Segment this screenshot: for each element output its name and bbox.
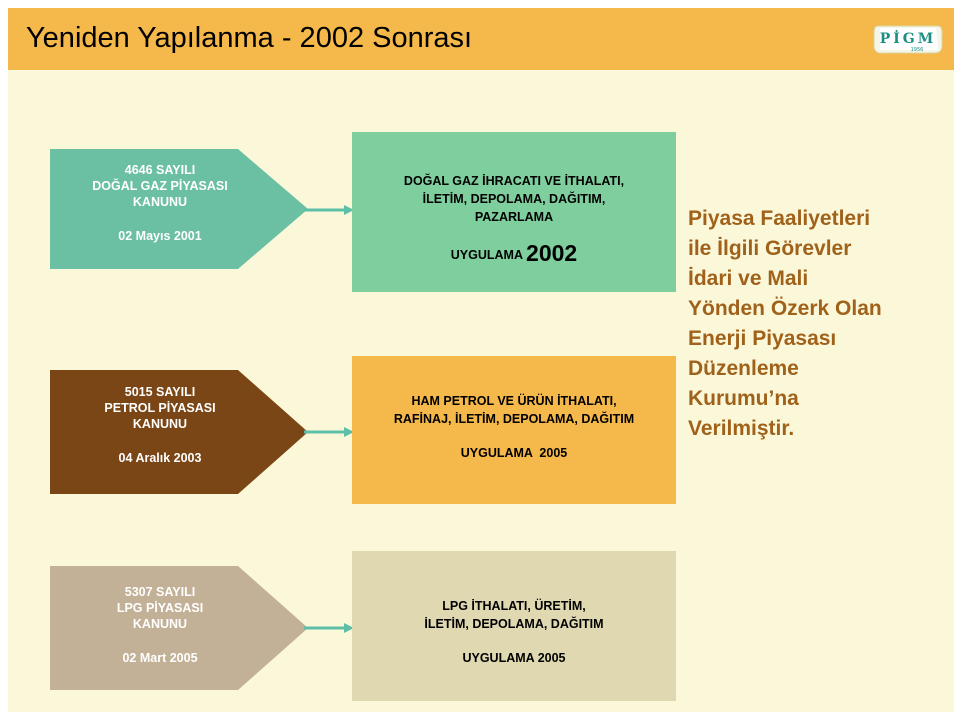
connector-arrow: [304, 427, 354, 437]
pigm-logo: PİGM 1956: [872, 20, 944, 58]
box-line: RAFİNAJ, İLETİM, DEPOLAMA, DAĞITIM: [393, 412, 635, 426]
law-line: DOĞAL GAZ PİYASASI: [92, 179, 228, 193]
summary-line: Düzenleme: [688, 357, 799, 380]
box-line: LPG İTHALATI, ÜRETİM,: [442, 599, 586, 613]
summary-line: ile İlgili Görevler: [688, 237, 852, 260]
gas-activities-box: DOĞAL GAZ İHRACATI VE İTHALATI, İLETİM, …: [352, 132, 676, 292]
summary-line: Kurumu’na: [688, 387, 799, 410]
law-4646-arrow: 4646 SAYILI DOĞAL GAZ PİYASASI KANUNU 02…: [50, 149, 308, 269]
box-line: İLETİM, DEPOLAMA, DAĞITIM,: [422, 192, 606, 206]
connector-arrow: [304, 205, 354, 215]
summary-line: Piyasa Faaliyetleri: [688, 207, 871, 230]
law-date: 02 Mart 2005: [122, 651, 198, 665]
uygulama-label: UYGULAMA 2005: [462, 651, 566, 665]
box-line: DOĞAL GAZ İHRACATI VE İTHALATI,: [403, 174, 625, 188]
law-date: 04 Aralık 2003: [118, 451, 202, 465]
logo-text: PİGM: [880, 28, 937, 47]
uygulama-label: UYGULAMA: [450, 248, 523, 262]
law-line: PETROL PİYASASI: [104, 401, 216, 415]
slide-title: Yeniden Yapılanma - 2002 Sonrası: [26, 22, 473, 54]
connector-arrow: [304, 623, 354, 633]
summary-line: Verilmiştir.: [688, 417, 795, 440]
box-line: PAZARLAMA: [474, 210, 554, 224]
summary-line: İdari ve Mali: [688, 267, 809, 290]
law-line: KANUNU: [132, 417, 188, 431]
law-line: KANUNU: [132, 195, 188, 209]
summary-line: Enerji Piyasası: [688, 327, 837, 350]
box-line: İLETİM, DEPOLAMA, DAĞITIM: [424, 617, 604, 631]
box-line: HAM PETROL VE ÜRÜN İTHALATI,: [411, 394, 617, 408]
law-date: 02 Mayıs 2001: [118, 229, 202, 243]
summary-line: Yönden Özerk Olan: [688, 297, 882, 320]
law-5307-arrow: 5307 SAYILI LPG PİYASASI KANUNU 02 Mart …: [50, 566, 308, 690]
petroleum-activities-box: HAM PETROL VE ÜRÜN İTHALATI, RAFİNAJ, İL…: [352, 356, 676, 504]
law-line: 5015 SAYILI: [124, 385, 196, 399]
slide: Yeniden Yapılanma - 2002 Sonrası PİGM 19…: [8, 8, 954, 712]
uygulama-label: UYGULAMA 2005: [460, 446, 568, 460]
law-line: 5307 SAYILI: [124, 585, 196, 599]
law-5015-arrow: 5015 SAYILI PETROL PİYASASI KANUNU 04 Ar…: [50, 370, 308, 494]
law-line: LPG PİYASASI: [116, 601, 204, 615]
lpg-activities-box: LPG İTHALATI, ÜRETİM, İLETİM, DEPOLAMA, …: [352, 551, 676, 701]
uygulama-year: 2002: [526, 240, 578, 266]
logo-subtext: 1956: [911, 47, 924, 53]
title-bar: Yeniden Yapılanma - 2002 Sonrası PİGM 19…: [8, 8, 954, 70]
summary-text: Piyasa Faaliyetleri ile İlgili Görevler …: [688, 204, 948, 444]
law-line: KANUNU: [132, 617, 188, 631]
law-line: 4646 SAYILI: [124, 163, 196, 177]
